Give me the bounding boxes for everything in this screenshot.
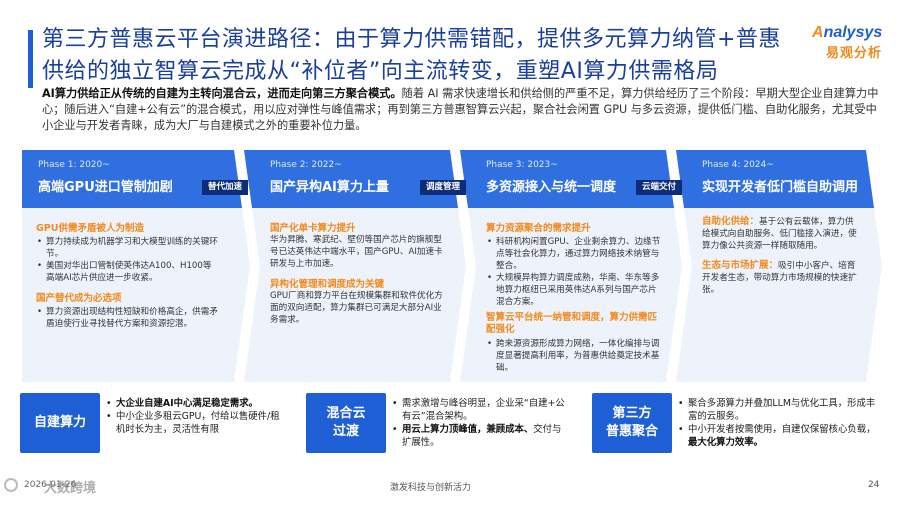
phase-2-section-1-title: 国产化单卡算力提升 [270,223,356,234]
phase-2-header: Phase 2: 2022~ 国产异构AI算力上量 [270,160,442,195]
list-item: 用云上算力顶峰值，兼顾成本、交付与扩展性。 [392,423,566,449]
page-title-line2: 供给的独立智算云完成从“补位者”向主流转变，重塑AI算力供需格局 [42,59,719,84]
list-item: 科研机构闲置GPU、企业剩余算力、边缘节点等社会化算力，通过算力网络技术纳管与整… [486,236,662,272]
summary-third-party-label-text: 第三方普惠聚合 [606,405,658,441]
summary-hybrid-cloud-label: 混合云过渡 [306,393,386,453]
phase-4-section-1: 自助化供给：基于公有云载体，算力供给模式向自助服务、低门槛接入演进，使算力像公共… [702,216,862,252]
phase-1-label: Phase 1: 2020~ [38,160,110,170]
summary-hybrid-cloud-list: 需求激增与峰谷明显，企业采“自建+公有云”混合架构。 用云上算力顶峰值，兼顾成本… [392,397,566,449]
summary-third-label-line2: 普惠聚合 [605,424,658,439]
phase-4-section-1-lead: 自助化供给： [702,216,760,227]
phase-2-section-2-text: GPU厂商和算力平台在规模集群和软件优化方面的双向适配，算力集群已可满足大部分A… [270,291,443,325]
list-item: 算力资源出现结构性短缺和价格高企，供需矛盾迫使行业寻找替代方案和资源挖潜。 [36,306,220,330]
watermark-icon [4,478,18,492]
summary-third-party-label: 第三方普惠聚合 [592,393,672,453]
phase-3-section-1-title: 算力资源聚合的需求提升 [486,223,591,234]
phase-3-body: 算力资源聚合的需求提升 科研机构闲置GPU、企业剩余算力、边缘节点等社会化算力，… [486,216,662,374]
phase-1-header: Phase 1: 2020~ 高端GPU进口管制加剧 [38,160,226,195]
list-item: 跨来源资源形成算力网络，一体化编排与调度显著提高利用率，为普惠供给奠定技术基础。 [486,338,662,374]
page-title-line1: 第三方普惠云平台演进路径：由于算力供需错配，提供多元算力纳管+普惠 [42,27,781,52]
transition-label-3: 云端交付 [636,180,683,195]
list-item: 中小开发者按需使用，自建仅保留核心负载， 最大化算力效率。 [678,423,878,449]
phase-1-section-1-title: GPU供需矛盾被人为制造 [36,223,144,234]
phase-4-section-2: 生态与市场扩展：吸引中小客户、培育开发者生态，带动算力市场规模的快速扩张。 [702,260,862,296]
phase-4-section-2-text: 吸引中小客户、培育开发者生态，带动算力市场规模的快速扩张。 [702,261,857,295]
brand-logo-accent: A [812,24,824,41]
phase-3-background [460,150,682,382]
phase-3-section-2-list: 跨来源资源形成算力网络，一体化编排与调度显著提高利用率，为普惠供给奠定技术基础。 [486,338,662,374]
phase-3-header: Phase 3: 2023~ 多资源接入与统一调度 [486,160,658,195]
summary-third-label-line1: 第三方 [612,406,652,421]
summary-bold: 大企业自建AI中心满足稳定需求。 [116,398,258,409]
summary-third-party-list: 聚合多源算力并叠加LLM与优化工具，形成丰富的云服务。 中小开发者按需使用，自建… [678,397,878,449]
watermark-text: 大数跨境 [44,481,97,496]
summary-hybrid-label-line1: 混合云 [326,406,366,421]
brand-logo-en: Analysys [812,24,892,42]
list-item: 大企业自建AI中心满足稳定需求。 [106,397,282,410]
list-item: 中小企业多租云GPU，付给以售硬件/租机时长为主，灵活性有限 [106,410,282,436]
intro-bold: AI算力供给正从传统的自建为主转向混合云，进而走向第三方聚合模式。 [42,87,402,100]
phase-1-section-2-list: 算力资源出现结构性短缺和价格高企，供需矛盾迫使行业寻找替代方案和资源挖潜。 [36,306,220,330]
phase-4-section-2-lead: 生态与市场扩展： [702,260,779,271]
phase-4-label: Phase 4: 2024~ [702,160,774,170]
list-item: 大规模异构算力调度成熟，华南、华东等多地算力枢纽已采用英伟达A系列与国产芯片混合… [486,272,662,308]
phase-1-section-1-list: 算力持续成为机器学习和大模型训练的关键环节。 美国对华出口管制使英伟达A100、… [36,236,220,284]
phase-3-section-2-title: 智算云平台统一纳管和调度，算力供需匹配强化 [486,312,658,335]
title-accent-bar [28,30,33,88]
summary-hybrid-cloud-label-text: 混合云过渡 [326,405,365,441]
phase-3-label: Phase 3: 2023~ [486,160,558,170]
phase-2: Phase 2: 2022~ 国产异构AI算力上量 国产化单卡算力提升 华为昇腾… [244,150,466,382]
phase-2-title: 国产异构AI算力上量 [270,180,389,195]
phase-2-section-1-text: 华为昇腾、寒武纪、壁仞等国产芯片的旗舰型号已达英伟达中端水平，国产GPU、AI加… [270,235,443,269]
footer-tagline: 激发科技与创新活力 [390,483,472,493]
phase-2-background [244,150,466,382]
phase-1-title: 高端GPU进口管制加剧 [38,180,173,195]
phase-2-label: Phase 2: 2022~ [270,160,342,170]
intro-paragraph: AI算力供给正从传统的自建为主转向混合云，进而走向第三方聚合模式。随着 AI 需… [42,86,880,134]
summary-self-built-list: 大企业自建AI中心满足稳定需求。 中小企业多租云GPU，付给以售硬件/租机时长为… [106,397,282,436]
footer-date: 2026-01-26 [24,480,77,490]
brand-logo: Analysys 易观分析 [812,24,892,68]
summary-text: 中小开发者按需使用，自建仅保留核心负载， [688,424,876,435]
phase-1: Phase 1: 2020~ 高端GPU进口管制加剧 GPU供需矛盾被人为制造 … [22,150,250,382]
phase-3-section-1-list: 科研机构闲置GPU、企业剩余算力、边缘节点等社会化算力，通过算力网络技术纳管与整… [486,236,662,308]
phase-4-background [676,150,882,382]
summary-self-built-label-text: 自建算力 [33,415,86,430]
transition-label-1: 替代加速 [202,180,249,195]
summary-self-built-label: 自建算力 [20,393,100,453]
phase-4-title: 实现开发者低门槛自助调用 [702,180,859,195]
phase-timeline: Phase 1: 2020~ 高端GPU进口管制加剧 GPU供需矛盾被人为制造 … [22,150,882,382]
page-title: 第三方普惠云平台演进路径：由于算力供需错配，提供多元算力纳管+普惠 供给的独立智… [42,24,802,88]
summary-self-built: 自建算力 大企业自建AI中心满足稳定需求。 中小企业多租云GPU，付给以售硬件/… [20,393,282,453]
phase-2-body: 国产化单卡算力提升 华为昇腾、寒武纪、壁仞等国产芯片的旗舰型号已达英伟达中端水平… [270,216,446,326]
summary-text: 交付与扩展性。 [402,424,562,448]
list-item: 算力持续成为机器学习和大模型训练的关键环节。 [36,236,220,260]
phase-1-body: GPU供需矛盾被人为制造 算力持续成为机器学习和大模型训练的关键环节。 美国对华… [36,216,220,330]
intro-text: 随着 AI 需求快速增长和供给侧的严重不足，算力供给经历了三个阶段：早期大型企业… [42,87,879,132]
summary-bold: 用云上算力顶峰值，兼顾成本、 [402,424,534,435]
summary-bold: 最大化算力效率。 [688,437,764,448]
phase-4-body: 自助化供给：基于公有云载体，算力供给模式向自助服务、低门槛接入演进，使算力像公共… [702,216,862,296]
phase-4-header: Phase 4: 2024~ 实现开发者低门槛自助调用 [702,160,858,195]
phase-2-section-2-title: 异构化管理和调度成为关键 [270,279,385,290]
brand-logo-text: nalysys [823,24,883,41]
summary-hybrid-label-line2: 过渡 [332,424,359,439]
list-item: 聚合多源算力并叠加LLM与优化工具，形成丰富的云服务。 [678,397,878,423]
page-number: 24 [868,480,880,490]
phase-3-title: 多资源接入与统一调度 [486,180,617,195]
phase-1-section-2-title: 国产替代成为必选项 [36,293,122,304]
brand-logo-cn: 易观分析 [826,46,883,61]
footer: 2026-01-26 大数跨境 激发科技与创新活力 24 [0,474,900,507]
list-item: 需求激增与峰谷明显，企业采“自建+公有云”混合架构。 [392,397,566,423]
phase-4-section-1-text: 基于公有云载体，算力供给模式向自助服务、低门槛接入演进，使算力像公共资源一样随取… [702,217,857,251]
phase-3: Phase 3: 2023~ 多资源接入与统一调度 算力资源聚合的需求提升 科研… [460,150,682,382]
phase-4: Phase 4: 2024~ 实现开发者低门槛自助调用 自助化供给：基于公有云载… [676,150,882,382]
list-item: 美国对华出口管制使英伟达A100、H100等高端AI芯片供应进一步收紧。 [36,260,220,284]
transition-label-2: 调度管理 [420,180,467,195]
